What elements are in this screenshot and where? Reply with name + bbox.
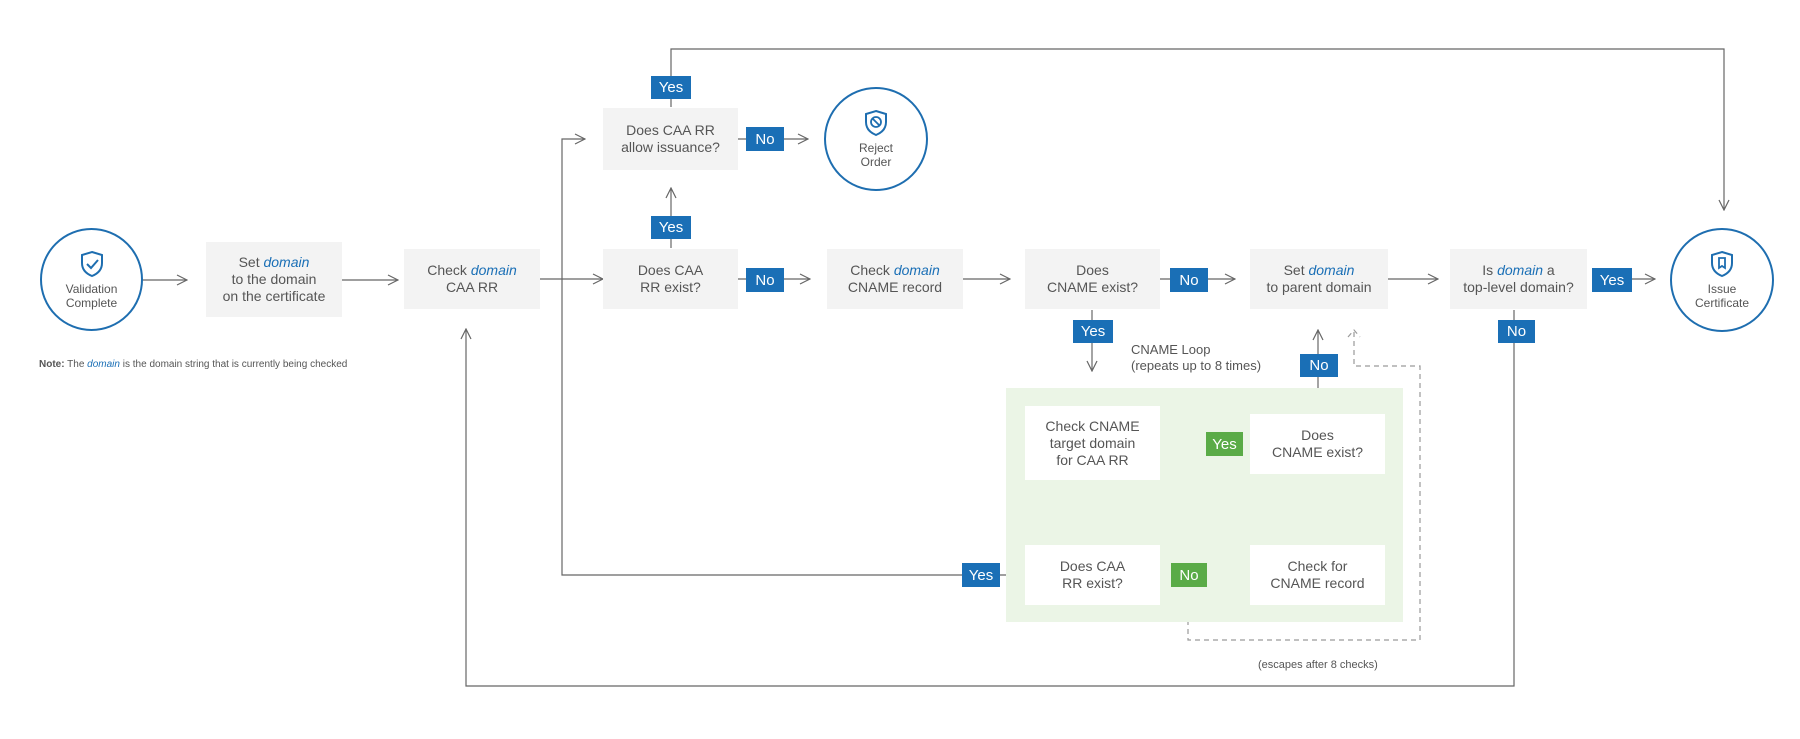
badge-yes-allow: Yes xyxy=(651,76,691,99)
issue-line2: Certificate xyxy=(1694,296,1750,310)
badge-yes-cname-main: Yes xyxy=(1073,320,1113,343)
top-level-pre: Is xyxy=(1482,262,1498,278)
set-domain-certificate-box: Set domain to the domain on the certific… xyxy=(206,242,342,317)
badge-no-reject: No xyxy=(746,127,784,151)
shield-check-icon xyxy=(80,250,103,277)
loop-cname-exist-box: Does CNAME exist? xyxy=(1250,414,1385,474)
note-pre: The xyxy=(64,359,88,370)
check-for-cname-box: Check for CNAME record xyxy=(1250,545,1385,605)
badge-yes-caa-exist: Yes xyxy=(651,216,691,239)
caa-exist-box: Does CAA RR exist? xyxy=(603,249,738,309)
check-caa-em: domain xyxy=(470,262,517,278)
validation-line2: Complete xyxy=(65,295,118,310)
check-caa-post: CAA RR xyxy=(445,279,499,295)
check-for-cname-text: Check for CNAME record xyxy=(1270,558,1365,591)
ban-shield-icon xyxy=(865,109,887,137)
note-prefix: Note: xyxy=(39,359,65,370)
check-caa-pre: Check xyxy=(427,262,471,278)
set-domain-post: to the domain on the certificate xyxy=(222,271,326,304)
badge-no-caa-exist: No xyxy=(746,268,784,292)
loop-cname-exist-text: Does CNAME exist? xyxy=(1271,427,1364,460)
loop-caa-exist-box: Does CAA RR exist? xyxy=(1025,545,1160,605)
check-cname-target-text: Check CNAME target domain for CAA RR xyxy=(1045,417,1140,468)
cname-exist-main-text: Does CNAME exist? xyxy=(1046,262,1139,295)
edge-branch-to-allow xyxy=(561,139,585,279)
check-cname-em: domain xyxy=(893,262,940,278)
issue-certificate-node: Issue Certificate xyxy=(1670,228,1774,332)
check-cname-target-box: Check CNAME target domain for CAA RR xyxy=(1025,406,1160,480)
cname-exist-main-box: Does CNAME exist? xyxy=(1025,249,1160,309)
note-post: is the domain string that is currently b… xyxy=(119,359,348,370)
top-level-post: top-level domain? xyxy=(1463,279,1574,295)
badge-no-cname-main: No xyxy=(1170,268,1208,292)
edge-escape-arrowhead xyxy=(1347,329,1361,338)
edge-top-level-no-back xyxy=(466,310,1515,687)
note-text: Note: The domain is the domain string th… xyxy=(39,359,347,370)
top-level-em: domain xyxy=(1497,262,1543,278)
edge-escape-dashed xyxy=(1187,330,1421,641)
caa-allow-box: Does CAA RR allow issuance? xyxy=(603,108,738,170)
check-cname-pre: Check xyxy=(850,262,894,278)
check-cname-post: CNAME record xyxy=(847,279,943,295)
set-parent-pre: Set xyxy=(1283,262,1309,278)
badge-yes-top-level: Yes xyxy=(1592,268,1632,292)
badge-no-loop-check: No xyxy=(1171,563,1207,587)
edge-loop-yes-back xyxy=(561,279,1006,576)
check-domain-caa-box: Check domain CAA RR xyxy=(404,249,540,309)
badge-no-top-level: No xyxy=(1498,320,1535,343)
validation-complete-node: Validation Complete xyxy=(40,228,143,331)
badge-no-loop-up: No xyxy=(1300,354,1338,377)
reject-line2: Order xyxy=(860,155,892,169)
set-parent-domain-box: Set domain to parent domain xyxy=(1250,249,1388,309)
badge-yes-loop-back: Yes xyxy=(962,563,1000,587)
note-em: domain xyxy=(87,359,120,370)
set-parent-em: domain xyxy=(1308,262,1355,278)
set-parent-post: to parent domain xyxy=(1266,279,1372,295)
caa-allow-text: Does CAA RR allow issuance? xyxy=(621,122,720,155)
top-level-domain-box: Is domain a top-level domain? xyxy=(1450,249,1587,309)
set-domain-pre: Set xyxy=(238,254,264,270)
check-domain-cname-box: Check domain CNAME record xyxy=(827,249,963,309)
issue-line1: Issue xyxy=(1707,282,1737,296)
validation-line1: Validation xyxy=(65,281,118,296)
caa-exist-text: Does CAA RR exist? xyxy=(637,262,704,295)
escapes-label: (escapes after 8 checks) xyxy=(1258,659,1378,671)
top-level-post-inline: a xyxy=(1543,262,1555,278)
set-domain-em: domain xyxy=(263,254,310,270)
reject-line1: Reject xyxy=(858,141,893,155)
certificate-shield-icon xyxy=(1711,250,1733,278)
badge-yes-loop-target: Yes xyxy=(1206,432,1243,456)
cname-loop-label: CNAME Loop (repeats up to 8 times) xyxy=(1131,342,1262,373)
loop-caa-exist-text: Does CAA RR exist? xyxy=(1059,558,1126,591)
reject-order-node: Reject Order xyxy=(824,87,928,191)
